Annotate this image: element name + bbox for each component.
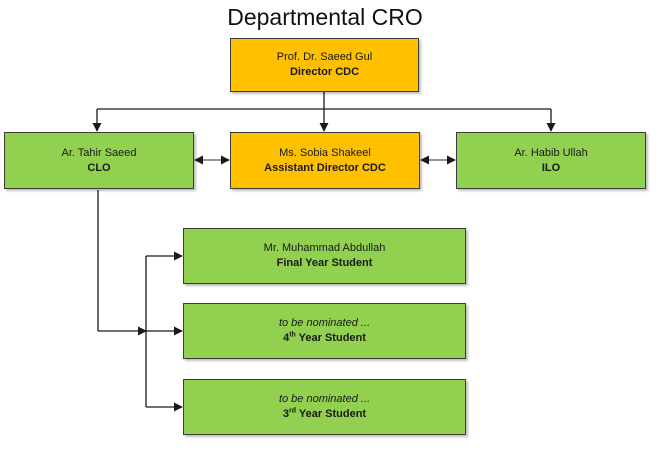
node-assistant-director-name: Ms. Sobia Shakeel	[279, 146, 371, 159]
node-fourth-year-role: 4th Year Student	[283, 331, 366, 346]
node-final-year-role: Final Year Student	[276, 257, 373, 269]
node-ilo-name: Ar. Habib Ullah	[514, 146, 588, 159]
node-third-year-role: 3rd Year Student	[283, 407, 366, 422]
node-ilo: Ar. Habib Ullah ILO	[456, 132, 646, 189]
node-fourth-year-rest: Year Student	[295, 332, 366, 344]
node-fourth-year-suffix: th	[289, 331, 296, 339]
diagram-title: Departmental CRO	[227, 4, 423, 30]
node-fourth-year-student: to be nominated ... 4th Year Student	[183, 303, 466, 359]
node-fourth-year-number: 4	[283, 332, 290, 344]
node-director-role: Director CDC	[289, 66, 360, 78]
node-third-year-rest: Year Student	[296, 408, 367, 420]
node-third-year-name: to be nominated ...	[278, 393, 371, 405]
node-fourth-year-name: to be nominated ...	[278, 317, 371, 329]
node-third-year-suffix: rd	[289, 407, 296, 415]
node-clo-role: CLO	[87, 161, 111, 174]
node-assistant-director: Ms. Sobia Shakeel Assistant Director CDC	[230, 132, 420, 189]
node-director-name: Prof. Dr. Saeed Gul	[276, 51, 373, 63]
node-third-year-number: 3	[282, 408, 289, 420]
node-director: Prof. Dr. Saeed Gul Director CDC	[230, 38, 419, 92]
node-clo-name: Ar. Tahir Saeed	[61, 146, 137, 159]
node-ilo-role: ILO	[541, 161, 561, 174]
node-third-year-student: to be nominated ... 3rd Year Student	[183, 379, 466, 435]
node-assistant-director-role: Assistant Director CDC	[264, 161, 386, 174]
node-clo: Ar. Tahir Saeed CLO	[4, 132, 194, 189]
node-final-year-name: Mr. Muhammad Abdullah	[263, 242, 386, 254]
node-final-year-student: Mr. Muhammad Abdullah Final Year Student	[183, 228, 466, 284]
